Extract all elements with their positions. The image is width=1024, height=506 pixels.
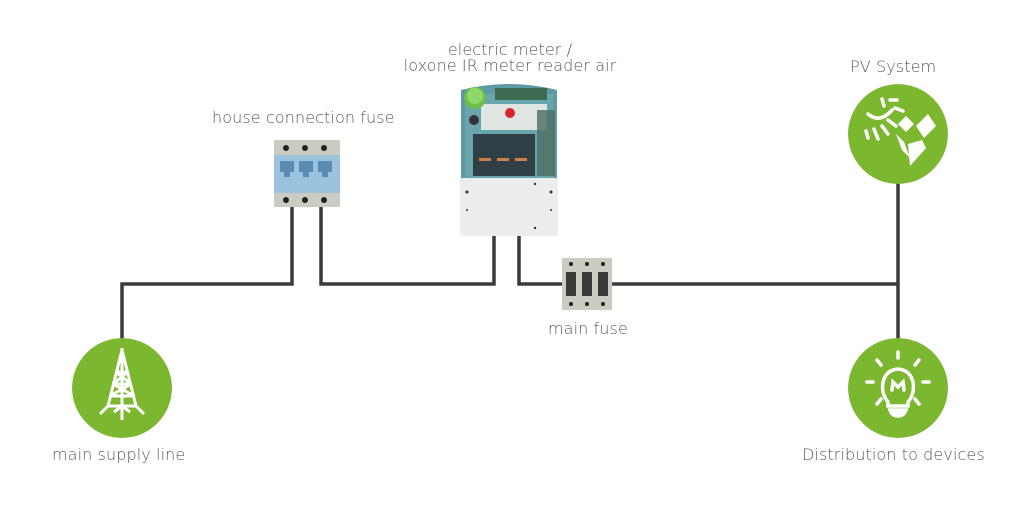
light-bulb-icon	[865, 350, 931, 418]
electric-meter-icon	[460, 84, 558, 236]
wire-supply-to-fuse	[120, 205, 294, 340]
distribution-node[interactable]	[848, 338, 948, 438]
electric-meter-label-line2: loxone IR meter reader air	[403, 56, 617, 75]
electric-meter-label-line1: electric meter /	[447, 40, 573, 59]
solar-panel-icon	[864, 97, 936, 166]
main-fuse[interactable]	[562, 258, 612, 310]
power-tower-icon	[98, 348, 146, 420]
main-supply-line-label: main supply line	[52, 445, 186, 464]
pv-system-label: PV System	[850, 57, 937, 76]
pv-system-node[interactable]	[848, 84, 948, 184]
main-fuse-label: main fuse	[548, 319, 628, 338]
house-connection-fuse[interactable]	[274, 140, 340, 207]
distribution-label: Distribution to devices	[802, 445, 985, 464]
fuse-icon	[562, 258, 612, 310]
electric-meter[interactable]	[455, 80, 563, 238]
wire-meter-to-main-fuse	[517, 236, 562, 286]
main-supply-line-node[interactable]	[72, 338, 172, 438]
fuse-icon	[274, 140, 340, 207]
house-connection-fuse-label: house connection fuse	[212, 108, 395, 127]
wire-fuse-to-meter	[319, 205, 496, 286]
